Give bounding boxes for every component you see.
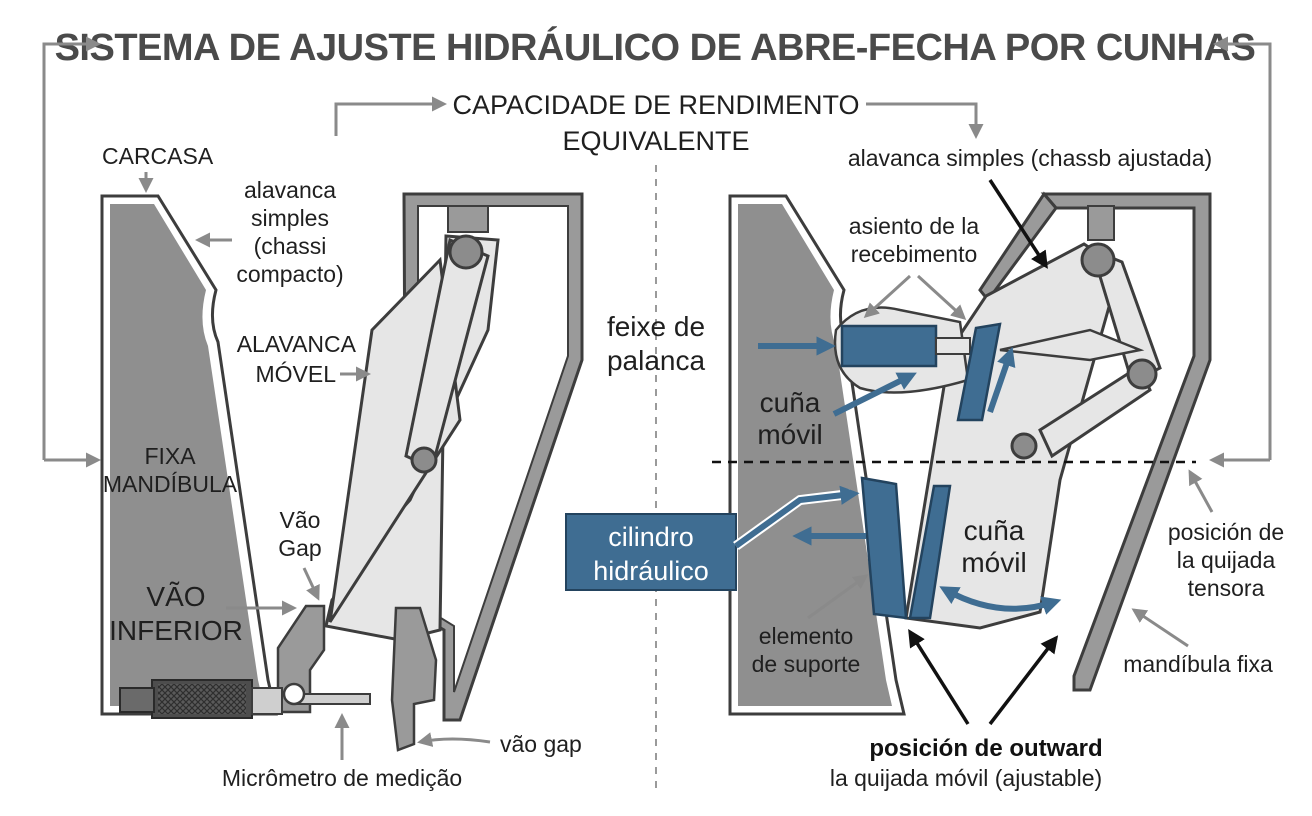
label-cilindro-1: cilindro xyxy=(608,522,694,552)
label-micrometro: Micrômetro de medição xyxy=(222,765,462,791)
label-carcasa: CARCASA xyxy=(102,143,214,169)
subtitle-arrow-left xyxy=(334,96,447,136)
arrow-right-alavanca xyxy=(988,179,1048,269)
right-lower-wedge-fixed xyxy=(860,476,908,620)
right-upper-wedge xyxy=(956,322,1002,422)
left-upper-pin xyxy=(448,234,484,270)
micrometer-lock xyxy=(282,682,306,706)
label-alavanca-movel-2: MÓVEL xyxy=(255,361,336,387)
label-elemento-2: de suporte xyxy=(752,651,861,677)
label-posicion-quijada-3: tensora xyxy=(1188,575,1265,601)
label-elemento-1: elemento xyxy=(759,623,854,649)
right-side-link xyxy=(1038,363,1152,459)
left-lower-pin xyxy=(410,446,438,474)
arrow-vao-gap-lower xyxy=(417,732,491,748)
arrow-posicion-quijada xyxy=(1188,469,1214,513)
label-cilindro-2: hidráulico xyxy=(593,556,709,586)
label-asiento-1: asiento de la xyxy=(849,213,980,239)
right-lower-pin xyxy=(1010,432,1038,460)
blue-arrow-cylinder-out xyxy=(734,485,860,549)
arrow-outward-left xyxy=(908,629,970,725)
subtitle-arrow-right xyxy=(866,102,984,139)
arrow-asiento-right xyxy=(916,274,967,321)
left-lower-tooth xyxy=(390,606,438,752)
label-cuna-lower-2: móvil xyxy=(961,547,1026,578)
label-vao-inferior-1: VÃO xyxy=(146,581,205,612)
micrometer-ratchet xyxy=(119,687,155,713)
label-posicion-quijada-2: la quijada xyxy=(1177,547,1276,573)
label-quijada-movil: la quijada móvil (ajustable) xyxy=(830,765,1102,791)
label-posicion-outward: posición de outward xyxy=(869,735,1102,762)
right-swing-plate xyxy=(999,328,1145,362)
blue-arrow-wedge-up xyxy=(987,346,1016,413)
label-posicion-quijada-1: posición de xyxy=(1168,519,1284,545)
right-moving-frame xyxy=(1040,192,1212,692)
label-alavanca-simples-1: alavanca xyxy=(244,177,336,203)
label-cuna-upper-1: cuña xyxy=(760,387,821,418)
label-right-alavanca: alavanca simples (chassb ajustada) xyxy=(848,145,1212,171)
arrow-outward-right xyxy=(988,635,1059,726)
right-upper-rod xyxy=(935,337,971,355)
right-top-bracket xyxy=(1087,205,1115,241)
right-lower-wedge-moving xyxy=(908,484,952,620)
left-fixed-jaw xyxy=(110,204,264,706)
blue-arrow-swing xyxy=(939,586,1062,615)
right-side-pin xyxy=(1126,358,1158,390)
subtitle-line-1: CAPACIDADE DE RENDIMENTO xyxy=(452,90,859,120)
label-vao-gap-1: Vão xyxy=(280,507,321,533)
arrow-elemento xyxy=(807,574,869,620)
label-mandibula-fija: mandíbula fixa xyxy=(1123,651,1273,677)
right-upper-pin xyxy=(1080,242,1116,278)
label-asiento-2: recebimento xyxy=(851,241,978,267)
blue-arrow-cuna-upper xyxy=(832,372,917,417)
subtitle-line-2: EQUIVALENTE xyxy=(562,126,749,156)
micrometer-spindle xyxy=(295,693,371,705)
label-vao-gap-lower: vão gap xyxy=(500,731,582,757)
cilindro-hidraulico-box xyxy=(565,513,737,591)
label-alavanca-movel-1: ALAVANCA xyxy=(237,331,357,357)
label-cuna-upper-2: móvil xyxy=(757,419,822,450)
frame-arrow-right-top xyxy=(1213,36,1272,460)
label-fixa-2: MANDÍBULA xyxy=(103,471,238,497)
label-alavanca-simples-4: compacto) xyxy=(236,261,343,287)
left-top-bracket xyxy=(447,205,489,233)
label-vao-gap-2: Gap xyxy=(278,535,321,561)
diagram-title: SISTEMA DE AJUSTE HIDRÁULICO DE ABRE-FEC… xyxy=(55,25,1256,69)
frame-arrow-left-top xyxy=(42,36,101,460)
arrow-mandibula-fija xyxy=(1131,608,1189,648)
right-upper-cylinder xyxy=(840,324,938,368)
label-vao-inferior-2: INFERIOR xyxy=(109,615,243,646)
micrometer-sleeve xyxy=(251,687,283,715)
label-feixe-1: feixe de xyxy=(607,311,705,342)
arrow-vao-gap xyxy=(302,567,320,601)
micrometer-knurl xyxy=(158,684,246,714)
label-alavanca-simples-3: (chassi xyxy=(254,233,327,259)
label-feixe-2: palanca xyxy=(607,345,706,376)
label-alavanca-simples-2: simples xyxy=(251,205,329,231)
label-fixa-1: FIXA xyxy=(144,443,196,469)
label-cuna-lower-1: cuña xyxy=(964,515,1025,546)
arrow-asiento-left xyxy=(863,274,912,319)
